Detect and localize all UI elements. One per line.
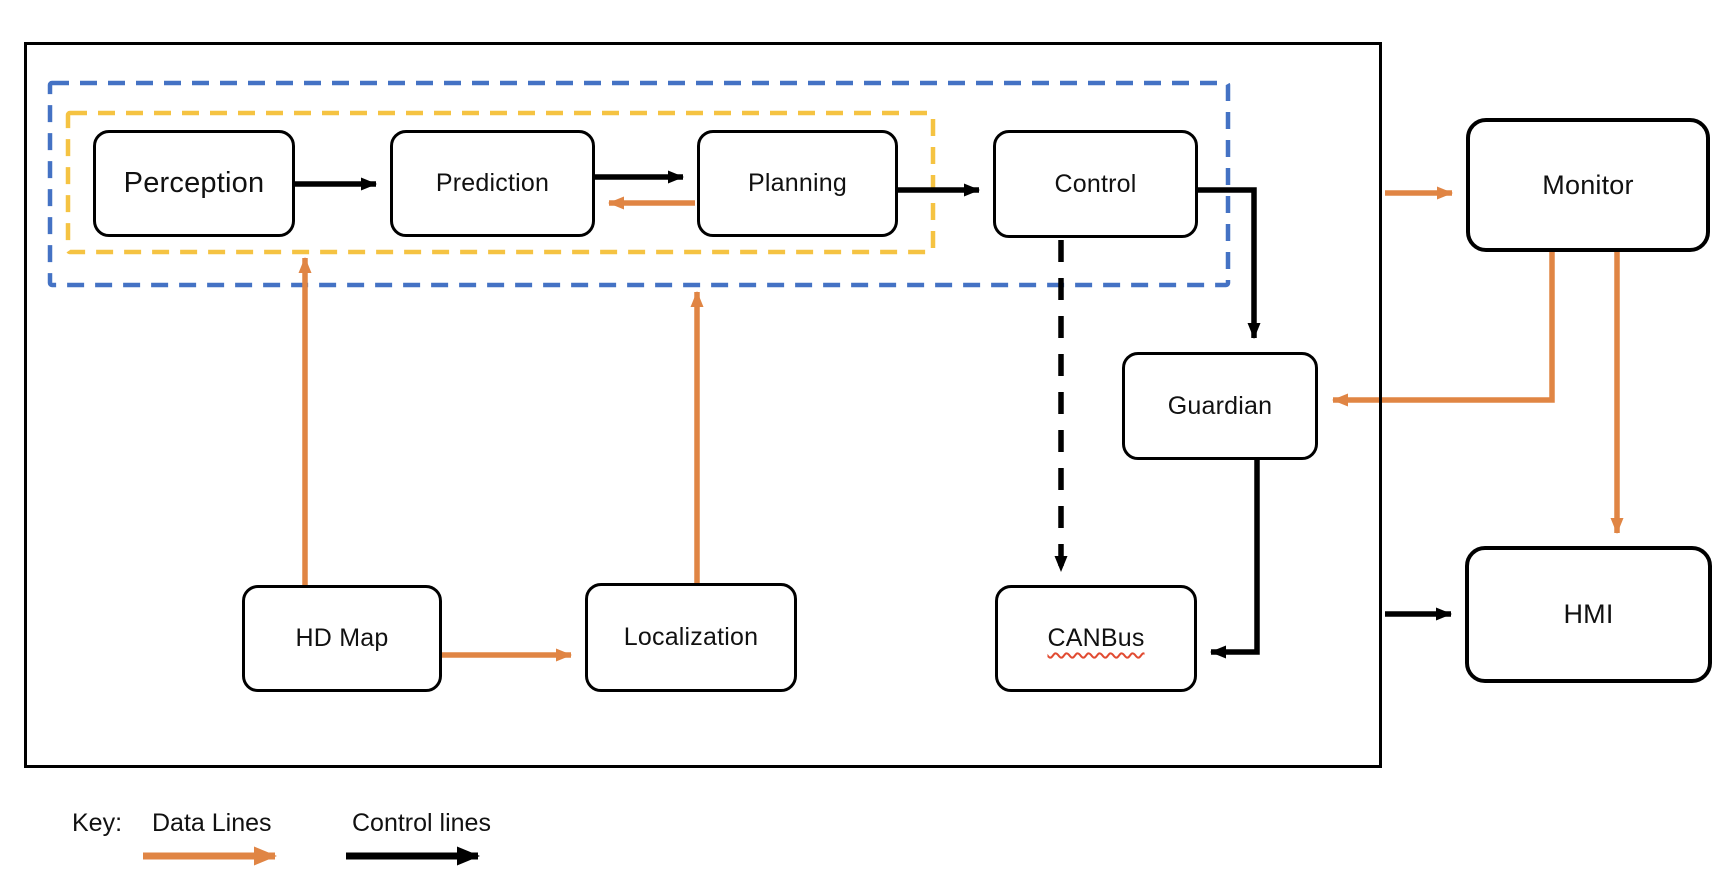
node-hd-map-label: HD Map <box>295 624 389 652</box>
autonomy-software-region-dashed <box>47 80 1231 288</box>
node-guardian-label: Guardian <box>1167 391 1273 420</box>
node-perception-label: Perception <box>123 167 265 199</box>
node-canbus-label: CANBus <box>1047 624 1145 652</box>
key-control-lines-label: Control lines <box>352 808 491 837</box>
arrow-guardian-to-canbus <box>1210 460 1260 659</box>
arrow-monitor-to-guardian <box>1332 252 1555 407</box>
node-planning-label: Planning <box>748 169 847 197</box>
node-control-label: Control <box>1054 169 1137 198</box>
key-title: Key: <box>72 808 123 837</box>
node-hmi: HMI <box>1465 546 1712 683</box>
node-hmi-label: HMI <box>1563 599 1614 629</box>
node-prediction: Prediction <box>390 130 595 237</box>
node-localization-label: Localization <box>623 623 759 651</box>
node-canbus: CANBus <box>995 585 1197 692</box>
node-monitor-label: Monitor <box>1542 169 1634 200</box>
node-control: Control <box>993 130 1198 238</box>
key-data-lines-label: Data Lines <box>152 808 272 837</box>
planning-pipeline-region-dashed <box>65 110 936 255</box>
node-perception: Perception <box>93 130 295 237</box>
node-monitor: Monitor <box>1466 118 1710 252</box>
system-boundary-frame <box>24 42 1382 768</box>
node-hd-map: HD Map <box>242 585 442 692</box>
arrow-control-to-guardian <box>1198 187 1261 339</box>
node-guardian: Guardian <box>1122 352 1318 460</box>
node-localization: Localization <box>585 583 797 692</box>
node-prediction-label: Prediction <box>435 169 550 197</box>
node-planning: Planning <box>697 130 898 237</box>
